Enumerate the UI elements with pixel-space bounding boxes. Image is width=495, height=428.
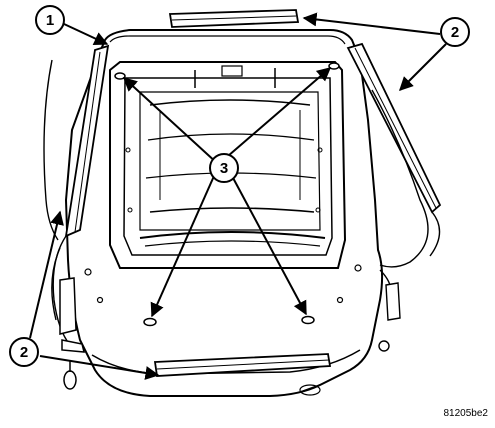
callout-3: 3 [209, 153, 239, 183]
right-fastener [378, 282, 401, 352]
leader-lines [29, 12, 447, 380]
mounting-holes [114, 62, 340, 327]
leader-2-front [39, 355, 160, 380]
leader-3-fl [150, 175, 215, 318]
mounting-hole-front-left [143, 317, 157, 327]
panel-details [84, 264, 362, 396]
mounting-hole-front-right [301, 315, 315, 325]
figure-code: 81205be2 [444, 408, 489, 419]
svg-text:2: 2 [451, 24, 459, 41]
leader-2-right [399, 43, 447, 91]
leader-3-rl [122, 77, 219, 165]
callout-2-top: 2 [440, 17, 470, 47]
left-side-cover [43, 59, 71, 346]
leader-3-rr [227, 67, 332, 157]
svg-text:2: 2 [20, 344, 28, 361]
leader-2-rear [302, 12, 441, 35]
leader-2-left [29, 210, 64, 339]
svg-text:3: 3 [220, 160, 228, 177]
callout-2-bottom: 2 [9, 337, 39, 367]
mounting-hole-rear-right [328, 62, 340, 70]
callout-1: 1 [35, 5, 65, 35]
leader-3-fr [231, 175, 307, 316]
leader-1 [63, 23, 109, 46]
mounting-hole-rear-left [114, 72, 126, 80]
recliner-handle [59, 277, 85, 390]
rear-trim-strip [168, 9, 300, 28]
left-side-trim-strip [64, 44, 110, 238]
svg-text:1: 1 [46, 12, 54, 29]
